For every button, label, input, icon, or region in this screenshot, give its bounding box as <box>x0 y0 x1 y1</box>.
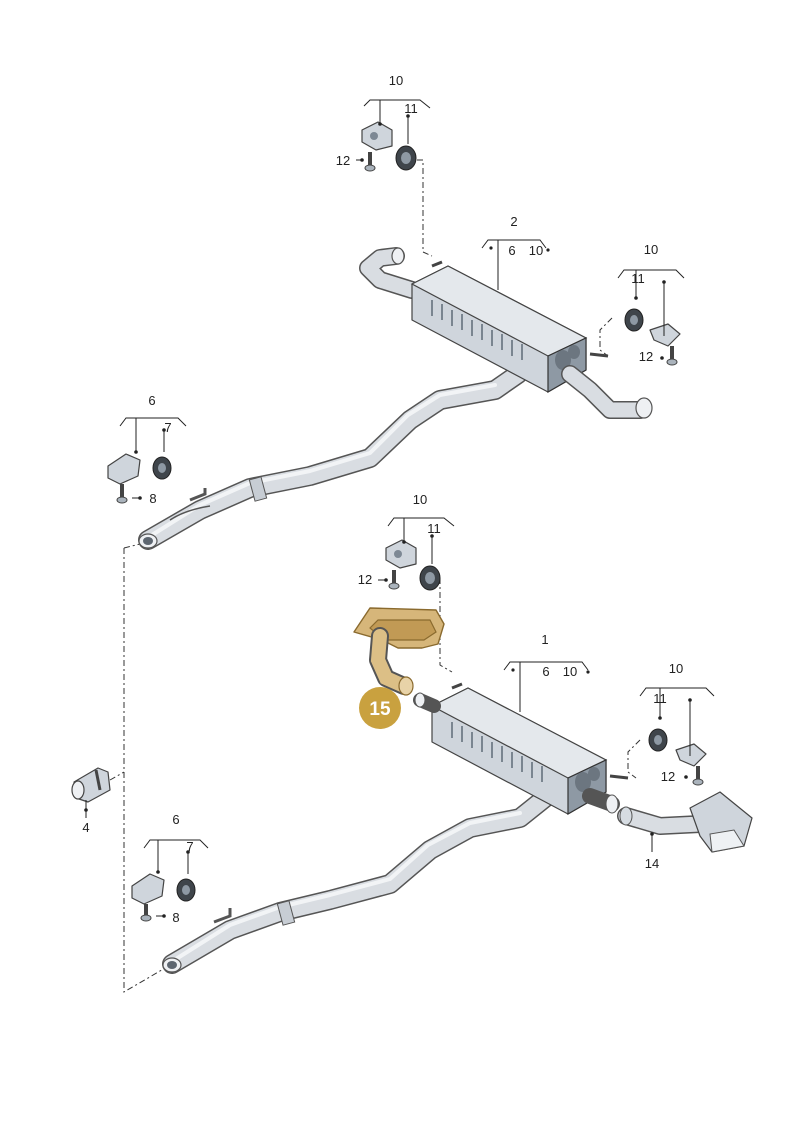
part-15-badge[interactable] <box>359 687 401 729</box>
assembly-lines <box>109 159 641 993</box>
callout-14: 14 <box>645 832 659 871</box>
upper-inlet-bend <box>359 247 421 299</box>
badge-label-15: 15 <box>369 699 391 720</box>
hanger-set-bottom-rear: 10 11 12 <box>358 492 455 591</box>
label-4: 4 <box>82 820 89 835</box>
label-11: 11 <box>404 101 418 116</box>
label-6: 6 <box>542 664 549 679</box>
label-10: 10 <box>563 664 577 679</box>
callout-lower-silencer: 1 6 10 <box>503 632 590 712</box>
hanger-set-top-front: 6 7 8 <box>107 393 187 506</box>
label-7: 7 <box>164 420 171 435</box>
label-6: 6 <box>172 812 179 827</box>
label-11: 11 <box>653 691 667 706</box>
hanger-set-top-right: 10 11 12 <box>617 242 685 366</box>
label-14: 14 <box>645 856 659 871</box>
label-6: 6 <box>508 243 515 258</box>
label-12: 12 <box>661 769 675 784</box>
label-11: 11 <box>631 271 645 286</box>
label-10: 10 <box>644 242 658 257</box>
label-10: 10 <box>413 492 427 507</box>
label-10: 10 <box>529 243 543 258</box>
label-2: 2 <box>510 214 517 229</box>
label-6: 6 <box>148 393 155 408</box>
label-12: 12 <box>639 349 653 364</box>
label-10: 10 <box>389 73 403 88</box>
label-8: 8 <box>172 910 179 925</box>
label-11: 11 <box>427 521 441 536</box>
label-1: 1 <box>541 632 548 647</box>
clamp-4: 4 <box>71 767 111 835</box>
hanger-set-bottom-right: 10 11 12 <box>639 661 715 786</box>
lower-front-pipe <box>162 788 555 974</box>
upper-rear-silencer <box>410 260 609 394</box>
lower-tailpipe-14 <box>582 788 753 853</box>
label-8: 8 <box>149 491 156 506</box>
upper-front-pipe <box>138 364 528 550</box>
label-12: 12 <box>358 572 372 587</box>
label-10: 10 <box>669 661 683 676</box>
upper-exhaust-assembly <box>138 247 653 550</box>
label-12: 12 <box>336 153 350 168</box>
hanger-set-top-rear: 10 11 12 <box>336 73 431 172</box>
callout-upper-silencer: 2 6 10 <box>481 214 550 290</box>
upper-tailpipe <box>561 365 653 419</box>
label-7: 7 <box>186 839 193 854</box>
lower-rear-silencer <box>413 682 629 816</box>
hanger-set-bottom-front: 6 7 8 <box>131 812 209 925</box>
lower-exhaust-assembly <box>162 682 753 974</box>
highlighted-part-15[interactable]: 15 <box>353 607 445 729</box>
